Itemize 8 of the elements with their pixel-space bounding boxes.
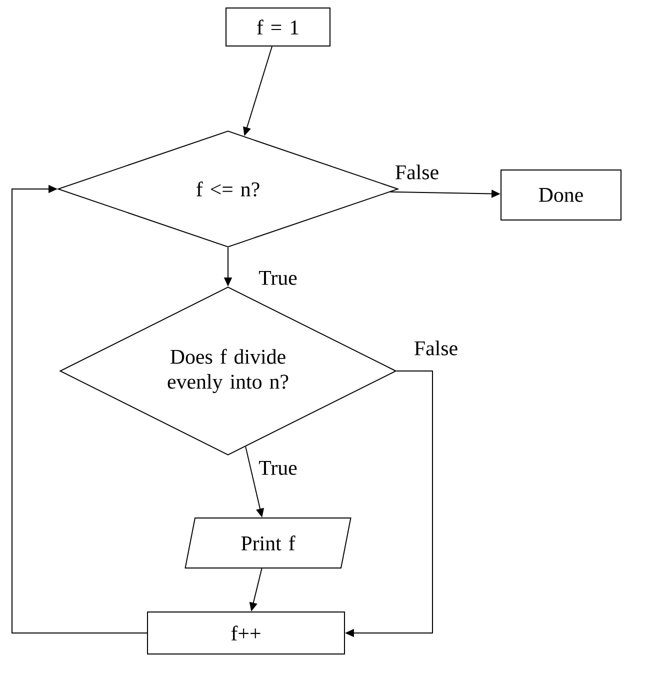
edge-label: False — [412, 340, 460, 356]
arrow — [12, 184, 148, 634]
process-box: f++ — [147, 612, 345, 654]
terminal-box: Done — [500, 170, 622, 220]
process-box: f = 1 — [226, 8, 330, 46]
io-parallelogram: Print f — [184, 518, 352, 568]
edge-label: True — [258, 460, 298, 476]
edge-label: True — [258, 270, 298, 286]
